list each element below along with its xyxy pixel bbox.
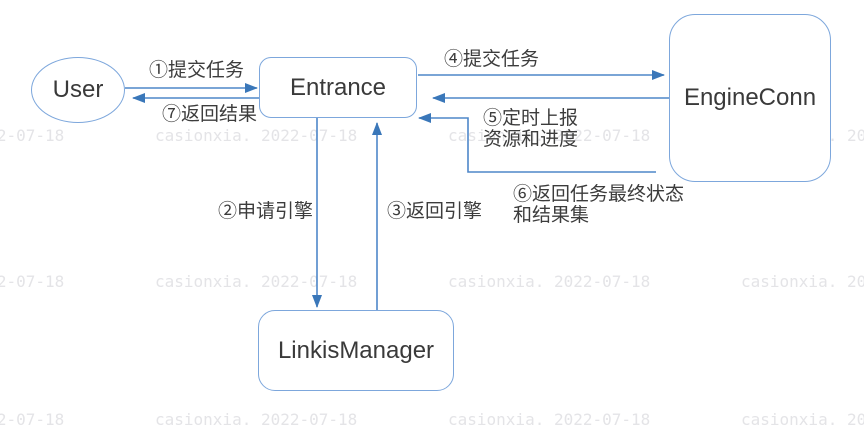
watermark-text: casionxia. 2022-07-18 xyxy=(155,410,358,427)
watermark-text: casionxia. 2022-07-18 xyxy=(155,126,358,145)
watermark-text: casionxia. 2022-07-18 xyxy=(448,272,651,291)
watermark-text: casionxia. 2022-07-18 xyxy=(0,410,65,427)
edge-label-step4-submit-task: ④提交任务 xyxy=(444,49,540,70)
edge-label-step2-request-engine: ②申请引擎 xyxy=(218,201,314,222)
watermark-text: casionxia. 2022-07-18 xyxy=(741,272,864,291)
watermark-text: casionxia. 2022-07-18 xyxy=(155,272,358,291)
node-linkismanager: LinkisManager xyxy=(258,310,454,391)
node-entrance-label: Entrance xyxy=(289,73,387,101)
watermark-text: casionxia. 2022-07-18 xyxy=(0,126,65,145)
edge-label-step1-submit-task: ①提交任务 xyxy=(149,60,245,81)
edge-label-step7-return-result: ⑦返回结果 xyxy=(162,104,258,125)
node-engineconn: EngineConn xyxy=(669,14,831,182)
watermark-text: casionxia. 2022-07-18 xyxy=(0,272,65,291)
edge-label-step3-return-engine: ③返回引擎 xyxy=(387,201,483,222)
node-user: User xyxy=(31,57,125,123)
node-entrance: Entrance xyxy=(259,57,417,118)
watermark-text: casionxia. 2022-07-18 xyxy=(741,410,864,427)
node-user-label: User xyxy=(52,76,104,103)
edge-label-step6-return-status: ⑥返回任务最终状态 和结果集 xyxy=(513,184,685,226)
node-engineconn-label: EngineConn xyxy=(683,84,817,111)
edge-label-step5-report-progress: ⑤定时上报 资源和进度 xyxy=(483,108,579,150)
watermark-text: casionxia. 2022-07-18 xyxy=(448,410,651,427)
node-linkismanager-label: LinkisManager xyxy=(277,336,435,364)
